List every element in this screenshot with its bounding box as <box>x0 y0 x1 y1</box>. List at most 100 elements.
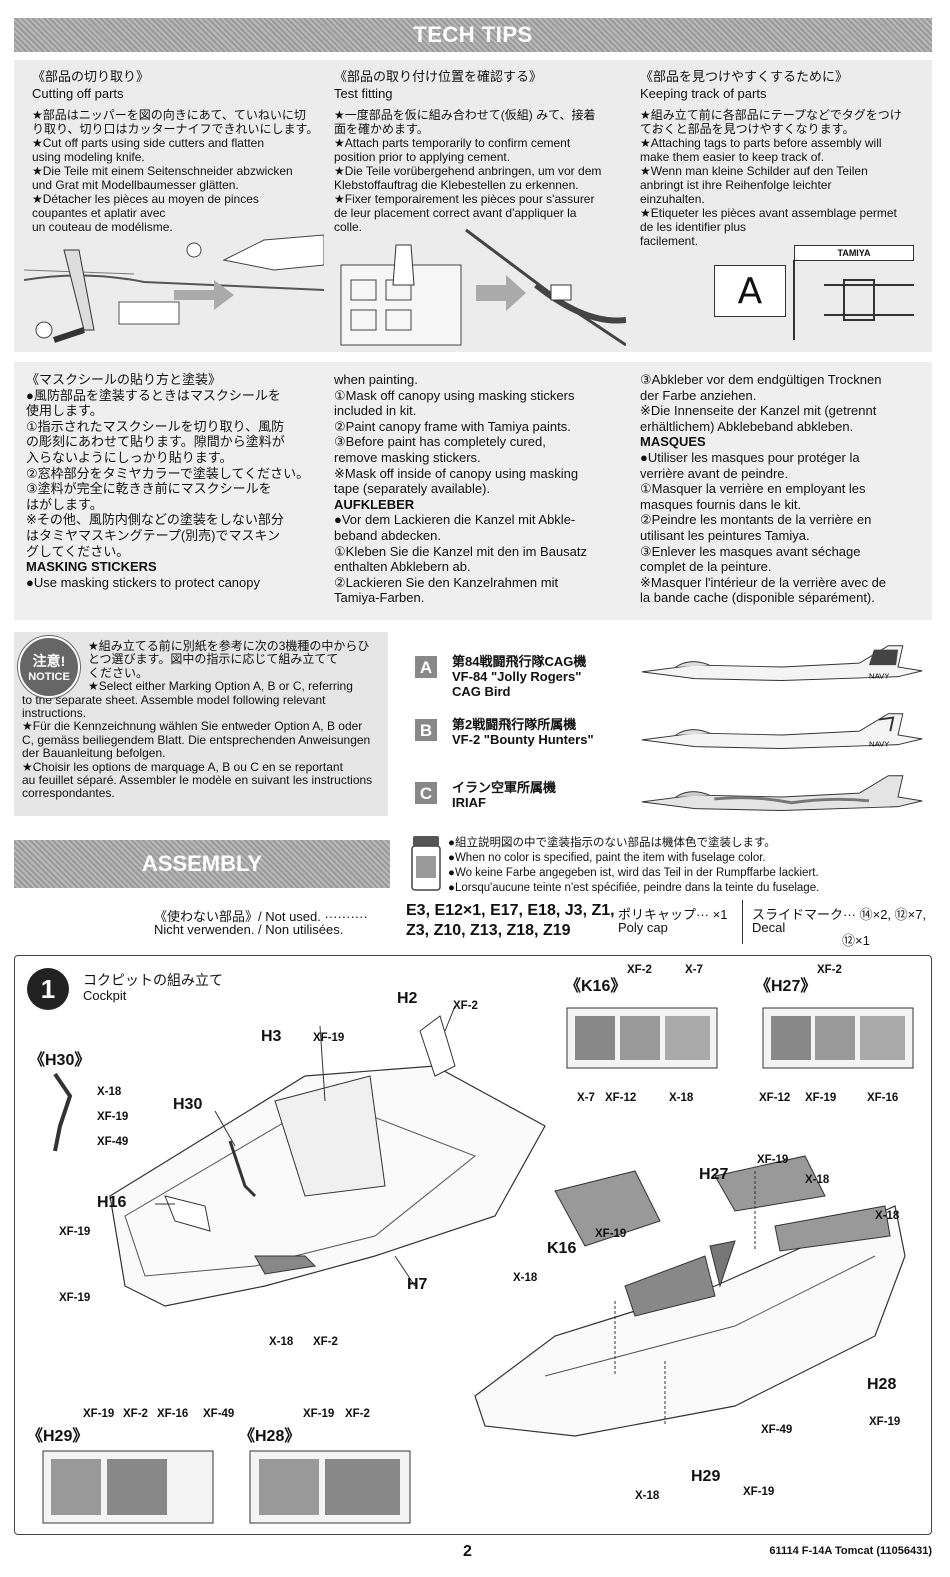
notice-line: ★Choisir les options de marquage A, B ou… <box>22 759 343 774</box>
masking-col-en-de: when painting. ①Mask off canopy using ma… <box>334 372 632 606</box>
option-text: 第84戦闘飛行隊CAG機 VF-84 "Jolly Rogers" CAG Bi… <box>452 654 652 699</box>
masking-line: ●Use masking stickers to protect canopy <box>26 574 260 590</box>
tip-line: coupantes et aplatir avec <box>32 206 166 220</box>
color-callout: XF-2 <box>453 1000 478 1012</box>
decal-label-2: ⑫×1 <box>842 933 870 948</box>
step-title-jp: コクピットの組み立て <box>83 972 223 988</box>
decal-label-en: Decal <box>752 920 786 935</box>
color-callout: XF-16 <box>157 1408 189 1420</box>
masking-line: utilisant les peintures Tamiya. <box>640 527 810 543</box>
part-label-h27: H27 <box>699 1166 729 1183</box>
step-title-en: Cockpit <box>83 988 127 1003</box>
color-callout: XF-19 <box>595 1228 627 1240</box>
masking-line: ●Utiliser les masques pour protéger la <box>640 449 860 465</box>
tip-line: ★Détacher les pièces au moyen de pinces <box>32 192 259 206</box>
part-label-h7: H7 <box>407 1276 428 1293</box>
tip-line: 面を確かめます。 <box>334 122 429 136</box>
masking-line: 使用します。 <box>26 403 103 419</box>
option-en-2: CAG Bird <box>452 684 511 699</box>
notice-text: ★組み立てる前に別紙を参考に次の3機種の中からひ とつ選びます。図中の指示に応じ… <box>22 639 382 801</box>
tip-heading-en: Test fitting <box>334 86 393 101</box>
tip-heading-jp: 《部品の取り付け位置を確認する》 <box>334 69 543 84</box>
masking-line: enthalten Abklebern ab. <box>334 559 471 575</box>
tip-heading-en: Cutting off parts <box>32 86 124 101</box>
masking-heading-en: MASKING STICKERS <box>26 559 157 575</box>
part-label-h3: H3 <box>261 1028 282 1045</box>
tip-line: ★Attaching tags to parts before assembly… <box>640 136 882 150</box>
step-1-box: 1 コクピットの組み立て Cockpit <box>14 955 932 1535</box>
color-callout: XF-2 <box>817 964 842 976</box>
jet-option-b-illustration: NAVY <box>641 713 923 750</box>
color-callout: XF-19 <box>757 1154 789 1166</box>
k16-detail-label: 《K16》 <box>565 978 627 995</box>
notice-line: au feuillet séparé. Assembler le modèle … <box>22 773 373 788</box>
masking-line: ①Masquer la verrière en employant les <box>640 481 866 497</box>
color-callout: X-7 <box>577 1092 595 1104</box>
color-callout: X-7 <box>685 964 703 976</box>
tip-line: colle. <box>334 220 363 234</box>
notice-line: correspondantes. <box>22 786 115 801</box>
masking-line: ③Abkleber vor dem endgültigen Trocknen <box>640 372 882 387</box>
not-used-label: 《使わない部品》/ Not used. ·········· <box>154 909 368 924</box>
masking-col-de-fr: ③Abkleber vor dem endgültigen Trocknen d… <box>640 372 924 606</box>
masking-line: erhältlichem) Abklebeband abkleben. <box>640 418 854 434</box>
color-callout: XF-49 <box>761 1424 793 1436</box>
masking-line: beband abdecken. <box>334 527 441 543</box>
assembly-header: ASSEMBLY <box>14 840 390 888</box>
cockpit-assembly-diagram <box>42 1005 914 1524</box>
notice-line: to the separate sheet. Assemble model fo… <box>22 692 326 707</box>
tech-tips-title: TECH TIPS <box>413 22 533 47</box>
masking-line: ②Lackieren Sie den Kanzelrahmen mit <box>334 574 559 590</box>
tip-line: ★Die Teile mit einem Seitenschneider abz… <box>32 164 293 178</box>
tech-tips-panel: 《部品の切り取り》 Cutting off parts ★部品はニッパーを図の向… <box>14 60 932 352</box>
option-en: IRIAF <box>452 795 486 810</box>
tip-line: ★Die Teile vorübergehend anbringen, um v… <box>334 164 602 178</box>
option-letter-badge: C <box>415 782 437 804</box>
jet-option-c-illustration <box>641 775 923 812</box>
option-en: VF-84 "Jolly Rogers" <box>452 669 582 684</box>
jet-marking-text: NAVY <box>869 672 889 681</box>
paint-note-line: ●組立説明図の中で塗装指示のない部品は機体色で塗装します。 <box>448 837 776 849</box>
step-number-badge: 1 <box>27 968 69 1010</box>
masking-line: の彫刻にあわせて貼ります。隙間から塗料が <box>26 434 285 450</box>
notice-line: ★Select either Marking Option A, B or C,… <box>88 679 353 694</box>
masking-heading-fr: MASQUES <box>640 434 706 450</box>
paint-note-line: ●When no color is specified, paint the i… <box>448 852 766 864</box>
color-callout: XF-12 <box>605 1092 637 1104</box>
color-callout: X-18 <box>805 1174 830 1186</box>
color-callout: XF-19 <box>59 1226 91 1238</box>
masking-line: ③Before paint has completely cured, <box>334 434 546 450</box>
masking-line: ●風防部品を塗装するときはマスクシールを <box>26 387 281 403</box>
option-jp: 第84戦闘飛行隊CAG機 <box>452 654 587 669</box>
tip-line: facilement. <box>640 234 699 248</box>
notice-line: ★Für die Kennzeichnung wählen Sie entwed… <box>22 719 363 734</box>
notice-line: ★組み立てる前に別紙を参考に次の3機種の中からひ <box>88 639 370 653</box>
option-jp: 第2戦闘飛行隊所属機 <box>452 717 577 732</box>
color-callout: XF-19 <box>743 1486 775 1498</box>
h30-detail-label: 《H30》 <box>29 1052 91 1069</box>
tip-line: un couteau de modélisme. <box>32 220 173 234</box>
masking-line: ※Die Innenseite der Kanzel mit (getrennt <box>640 403 877 419</box>
paint-note: ●組立説明図の中で塗装指示のない部品は機体色で塗装します。 ●When no c… <box>410 834 930 894</box>
notice-panel: ★組み立てる前に別紙を参考に次の3機種の中からひ とつ選びます。図中の指示に応じ… <box>14 632 388 816</box>
not-used-parts: 《使わない部品》/ Not used. ·········· Nicht ver… <box>14 900 932 948</box>
jet-marking-text: NAVY <box>869 740 889 749</box>
paint-note-line: ●Lorsqu'aucune teinte n'est spécifiée, p… <box>448 882 820 894</box>
tip-test-fitting: 《部品の取り付け位置を確認する》 Test fitting ★一度部品を仮に組み… <box>334 68 614 234</box>
color-callout: XF-2 <box>313 1336 338 1348</box>
tip-line: de les identifier plus <box>640 220 747 234</box>
masking-line: when painting. <box>334 372 418 387</box>
masking-line: ①指示されたマスクシールを切り取り、風防 <box>26 418 285 434</box>
part-label-h16: H16 <box>97 1194 127 1211</box>
tip-line: position prior to applying cement. <box>334 150 511 164</box>
color-callout: XF-19 <box>83 1408 115 1420</box>
masking-line: complet de la peinture. <box>640 559 772 575</box>
tip-line: ておくと部品を見つけやすくなります。 <box>640 122 855 136</box>
color-callout: XF-49 <box>203 1408 235 1420</box>
masking-line: ③塗料が完全に乾きき前にマスクシールを <box>26 481 272 497</box>
paint-note-text: ●組立説明図の中で塗装指示のない部品は機体色で塗装します。 ●When no c… <box>448 836 928 896</box>
tip-line: de leur placement correct avant d'appliq… <box>334 206 577 220</box>
color-callout: X-18 <box>669 1092 694 1104</box>
masking-line: included in kit. <box>334 403 417 419</box>
masking-line: ②Paint canopy frame with Tamiya paints. <box>334 418 571 434</box>
